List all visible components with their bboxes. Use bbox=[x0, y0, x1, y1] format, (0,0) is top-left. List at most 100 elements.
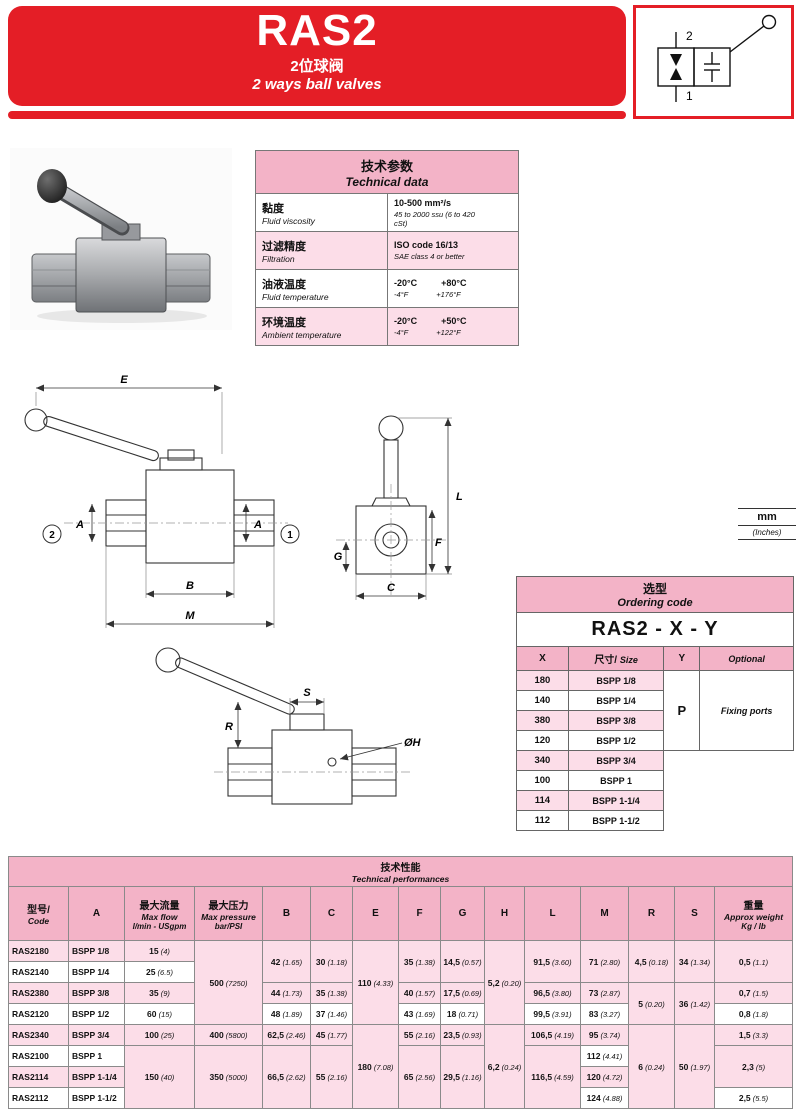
perf-code-cell: RAS2120 bbox=[8, 1003, 69, 1025]
perf-value-cell: 14,5 (0.57) bbox=[440, 940, 485, 983]
perf-value-cell: 65 (2.56) bbox=[398, 1045, 441, 1109]
ordering-x: 112 bbox=[516, 810, 569, 831]
dim-label-R: R bbox=[225, 721, 233, 733]
tech-value: -20°C bbox=[394, 278, 418, 288]
dim-label-A-left: A bbox=[75, 519, 84, 531]
tech-value-alt: -4°F bbox=[394, 328, 409, 337]
product-photo bbox=[10, 148, 232, 330]
performance-title-cn: 技术性能 bbox=[380, 863, 421, 874]
performance-title: 技术性能 Technical performances bbox=[7, 856, 794, 887]
performance-title-en: Technical performances bbox=[351, 874, 450, 884]
perf-value-cell: 116,5 (4.59) bbox=[524, 1045, 581, 1109]
perf-value-cell: 55 (2.16) bbox=[398, 1024, 441, 1046]
units-metric: mm bbox=[738, 511, 796, 526]
tech-value-alt: 45 to 2000 ssu (6 to 420 cSt) bbox=[394, 209, 475, 228]
perf-value-cell: 17,5 (0.69) bbox=[440, 982, 485, 1004]
perf-value-cell: 45 (1.77) bbox=[310, 1024, 353, 1046]
col-header-code: 型号/ Code bbox=[8, 886, 69, 941]
tech-label-cn: 黏度 bbox=[262, 202, 284, 215]
perf-value-cell: 18 (0.71) bbox=[440, 1003, 485, 1025]
ordering-row: 180 BSPP 1/8 P Fixing ports bbox=[516, 670, 794, 751]
ordering-code-pattern: RAS2 - X - Y bbox=[516, 612, 794, 647]
ordering-x: 120 bbox=[516, 730, 569, 751]
ordering-row: 340 BSPP 3/4 bbox=[516, 750, 794, 771]
ordering-x: 180 bbox=[516, 670, 569, 691]
perf-value-cell: 1,5 (3.3) bbox=[713, 1024, 794, 1046]
product-title: RAS2 bbox=[256, 6, 378, 55]
tech-value-alt: SAE class 4 or better bbox=[394, 252, 465, 261]
ordering-x: 114 bbox=[516, 790, 569, 811]
perf-value-cell: 55 (2.16) bbox=[310, 1045, 353, 1109]
perf-value-cell: 40 (1.57) bbox=[398, 982, 441, 1004]
side-view-outline bbox=[355, 415, 427, 575]
tech-label-cn: 环境温度 bbox=[262, 316, 306, 329]
ordering-col-optional: Optional bbox=[699, 646, 794, 671]
open-position-arrows bbox=[670, 54, 682, 80]
perf-value-cell: 15 (4) bbox=[124, 940, 195, 962]
tech-row-viscosity: 黏度 Fluid viscosity 10-500 mm²/s 45 to 20… bbox=[255, 193, 519, 232]
dim-label-S: S bbox=[303, 687, 311, 699]
perf-value-cell: 34 (1.34) bbox=[674, 940, 715, 983]
perf-value-cell: BSPP 1/4 bbox=[68, 961, 125, 983]
technical-data-title: 技术参数 Technical data bbox=[255, 150, 519, 194]
ordering-col-y: Y bbox=[663, 646, 701, 671]
tech-label-en: Fluid viscosity bbox=[262, 215, 315, 226]
units-note: mm (Inches) bbox=[738, 508, 796, 540]
ordering-size: BSPP 1/8 bbox=[567, 670, 665, 691]
col-header-A: A bbox=[68, 886, 125, 941]
ordering-size: BSPP 1/4 bbox=[567, 690, 665, 711]
perf-value-cell: 99,5 (3.91) bbox=[524, 1003, 581, 1025]
perf-value-cell: 36 (1.42) bbox=[674, 982, 715, 1025]
port-2-number: 2 bbox=[49, 530, 55, 541]
ordering-row: 140 BSPP 1/4 bbox=[516, 690, 794, 711]
perf-value-cell: BSPP 1/2 bbox=[68, 1003, 125, 1025]
perf-value-cell: 500 (7250) bbox=[194, 940, 263, 1025]
col-header-weight: 重量 Approx weight Kg / lb bbox=[713, 886, 794, 941]
header-accent-strip bbox=[8, 111, 626, 119]
technical-data-title-cn: 技术参数 bbox=[360, 159, 413, 174]
right-port-nut bbox=[159, 253, 211, 303]
tech-value-alt: -4°F bbox=[394, 290, 409, 299]
perf-value-cell: 180 (7.08) bbox=[352, 1024, 399, 1109]
perf-value-cell: 5 (0.20) bbox=[628, 982, 675, 1025]
front-view-outline bbox=[24, 408, 275, 564]
perf-value-cell: 37 (1.46) bbox=[310, 1003, 353, 1025]
tech-row-filtration: 过滤精度 Filtration ISO code 16/13 SAE class… bbox=[255, 231, 519, 270]
perf-value-cell: BSPP 3/8 bbox=[68, 982, 125, 1004]
ordering-x: 340 bbox=[516, 750, 569, 771]
perf-value-cell: 96,5 (3.80) bbox=[524, 982, 581, 1004]
perf-value-cell: BSPP 3/4 bbox=[68, 1024, 125, 1046]
perf-value-cell: 350 (5000) bbox=[194, 1045, 263, 1109]
tech-value-alt: +176°F bbox=[436, 290, 461, 299]
ordering-col-size: 尺寸/ Size bbox=[567, 646, 665, 671]
perf-value-cell: 6 (0.24) bbox=[628, 1024, 675, 1109]
col-header-F: F bbox=[398, 886, 441, 941]
technical-data-title-en: Technical data bbox=[345, 175, 429, 189]
port-1-number: 1 bbox=[287, 530, 293, 541]
ordering-size: BSPP 1/2 bbox=[567, 730, 665, 751]
ordering-row: 100 BSPP 1 bbox=[516, 770, 794, 791]
perf-value-cell: 4,5 (0.18) bbox=[628, 940, 675, 983]
perf-code-cell: RAS2180 bbox=[8, 940, 69, 962]
dim-label-C: C bbox=[387, 582, 396, 594]
perf-value-cell: 0,7 (1.5) bbox=[713, 982, 794, 1004]
col-header-E: E bbox=[352, 886, 399, 941]
perf-code-cell: RAS2112 bbox=[8, 1087, 69, 1109]
perf-value-cell: 30 (1.18) bbox=[310, 940, 353, 983]
perf-value-cell: BSPP 1/8 bbox=[68, 940, 125, 962]
ordering-title-cn: 选型 bbox=[642, 582, 667, 596]
perf-code-cell: RAS2340 bbox=[8, 1024, 69, 1046]
col-header-C: C bbox=[310, 886, 353, 941]
perf-value-cell: 25 (6.5) bbox=[124, 961, 195, 983]
ordering-size: BSPP 1 bbox=[567, 770, 665, 791]
ordering-row: 112 BSPP 1-1/2 bbox=[516, 810, 794, 831]
header-banner: RAS2 2位球阀 2 ways ball valves bbox=[8, 6, 626, 106]
port-1-circle bbox=[280, 524, 300, 544]
col-header-R: R bbox=[628, 886, 675, 941]
tech-row-fluid-temperature: 油液温度 Fluid temperature -20°C+80°C -4°F+1… bbox=[255, 269, 519, 308]
perf-value-cell: 2,5 (5.5) bbox=[713, 1087, 794, 1109]
perf-value-cell: 23,5 (0.93) bbox=[440, 1024, 485, 1046]
